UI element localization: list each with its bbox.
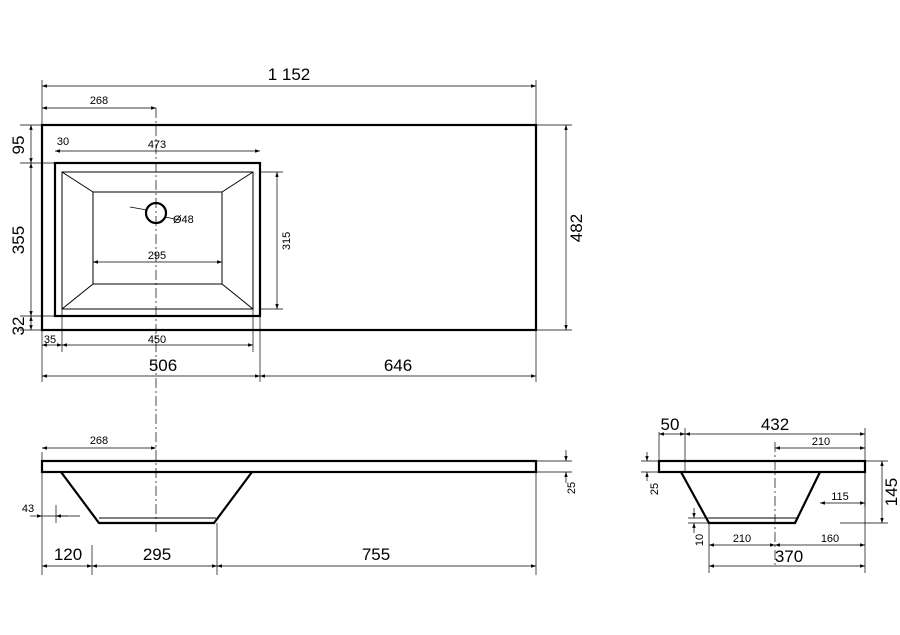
dim-left-part-width: 506	[149, 356, 177, 375]
dim-edge-left: 35	[44, 334, 56, 346]
bowl-bottom	[92, 191, 223, 285]
dim-bowl-bottom-width: 450	[148, 334, 166, 346]
top-view: 1 152 268 30 473 95 355 32 Ø48 295 315	[9, 65, 586, 535]
dim-total-width: 1 152	[268, 65, 311, 84]
dim-front-left: 120	[54, 545, 82, 564]
side-view: 50 432 210 25 145 115 10 210	[641, 415, 900, 573]
countertop-side	[657, 459, 867, 474]
dim-side-bottom-thickness: 10	[694, 534, 706, 546]
dim-bowl-outer-width: 473	[148, 139, 166, 151]
dim-front-bowl: 295	[143, 545, 171, 564]
dim-hole-offset-side: 268	[90, 435, 108, 447]
dim-bowl-inner-width: 295	[148, 250, 166, 262]
dim-total-depth: 482	[567, 214, 586, 242]
dim-top-thickness-front: 25	[566, 482, 578, 494]
bowl-rim	[61, 171, 254, 310]
dim-side-hole-offset: 210	[812, 436, 830, 448]
bowl-outer	[53, 161, 262, 318]
dim-front-right: 755	[362, 545, 390, 564]
dim-side-bottom-210: 210	[733, 533, 751, 545]
dim-bowl-inner-height: 315	[281, 232, 293, 250]
dim-side-thickness: 25	[649, 483, 661, 495]
dim-side-bottom-width: 370	[775, 547, 803, 566]
dim-edge-left-inner: 30	[57, 136, 69, 148]
dim-side-depth: 432	[761, 415, 789, 434]
countertop-outline	[40, 123, 538, 332]
dim-side-bottom-160: 160	[821, 533, 839, 545]
dim-side-total-height: 145	[882, 478, 900, 506]
dim-hole-offset-top: 268	[90, 95, 108, 107]
dim-bowl-height: 355	[9, 226, 28, 254]
basin-front	[60, 471, 253, 525]
countertop-front	[40, 459, 538, 474]
dim-outlet-height: 43	[22, 503, 34, 515]
front-view: 268 25 43 120 295 755	[22, 435, 578, 575]
dim-edge-top: 95	[9, 136, 28, 155]
dim-side-edge: 50	[661, 415, 680, 434]
dim-edge-bottom: 32	[9, 317, 28, 336]
dim-drain-diameter: Ø48	[173, 214, 194, 226]
basin-side	[680, 471, 821, 525]
dim-side-bowl-depth: 115	[831, 491, 849, 503]
dim-right-part-width: 646	[384, 356, 412, 375]
